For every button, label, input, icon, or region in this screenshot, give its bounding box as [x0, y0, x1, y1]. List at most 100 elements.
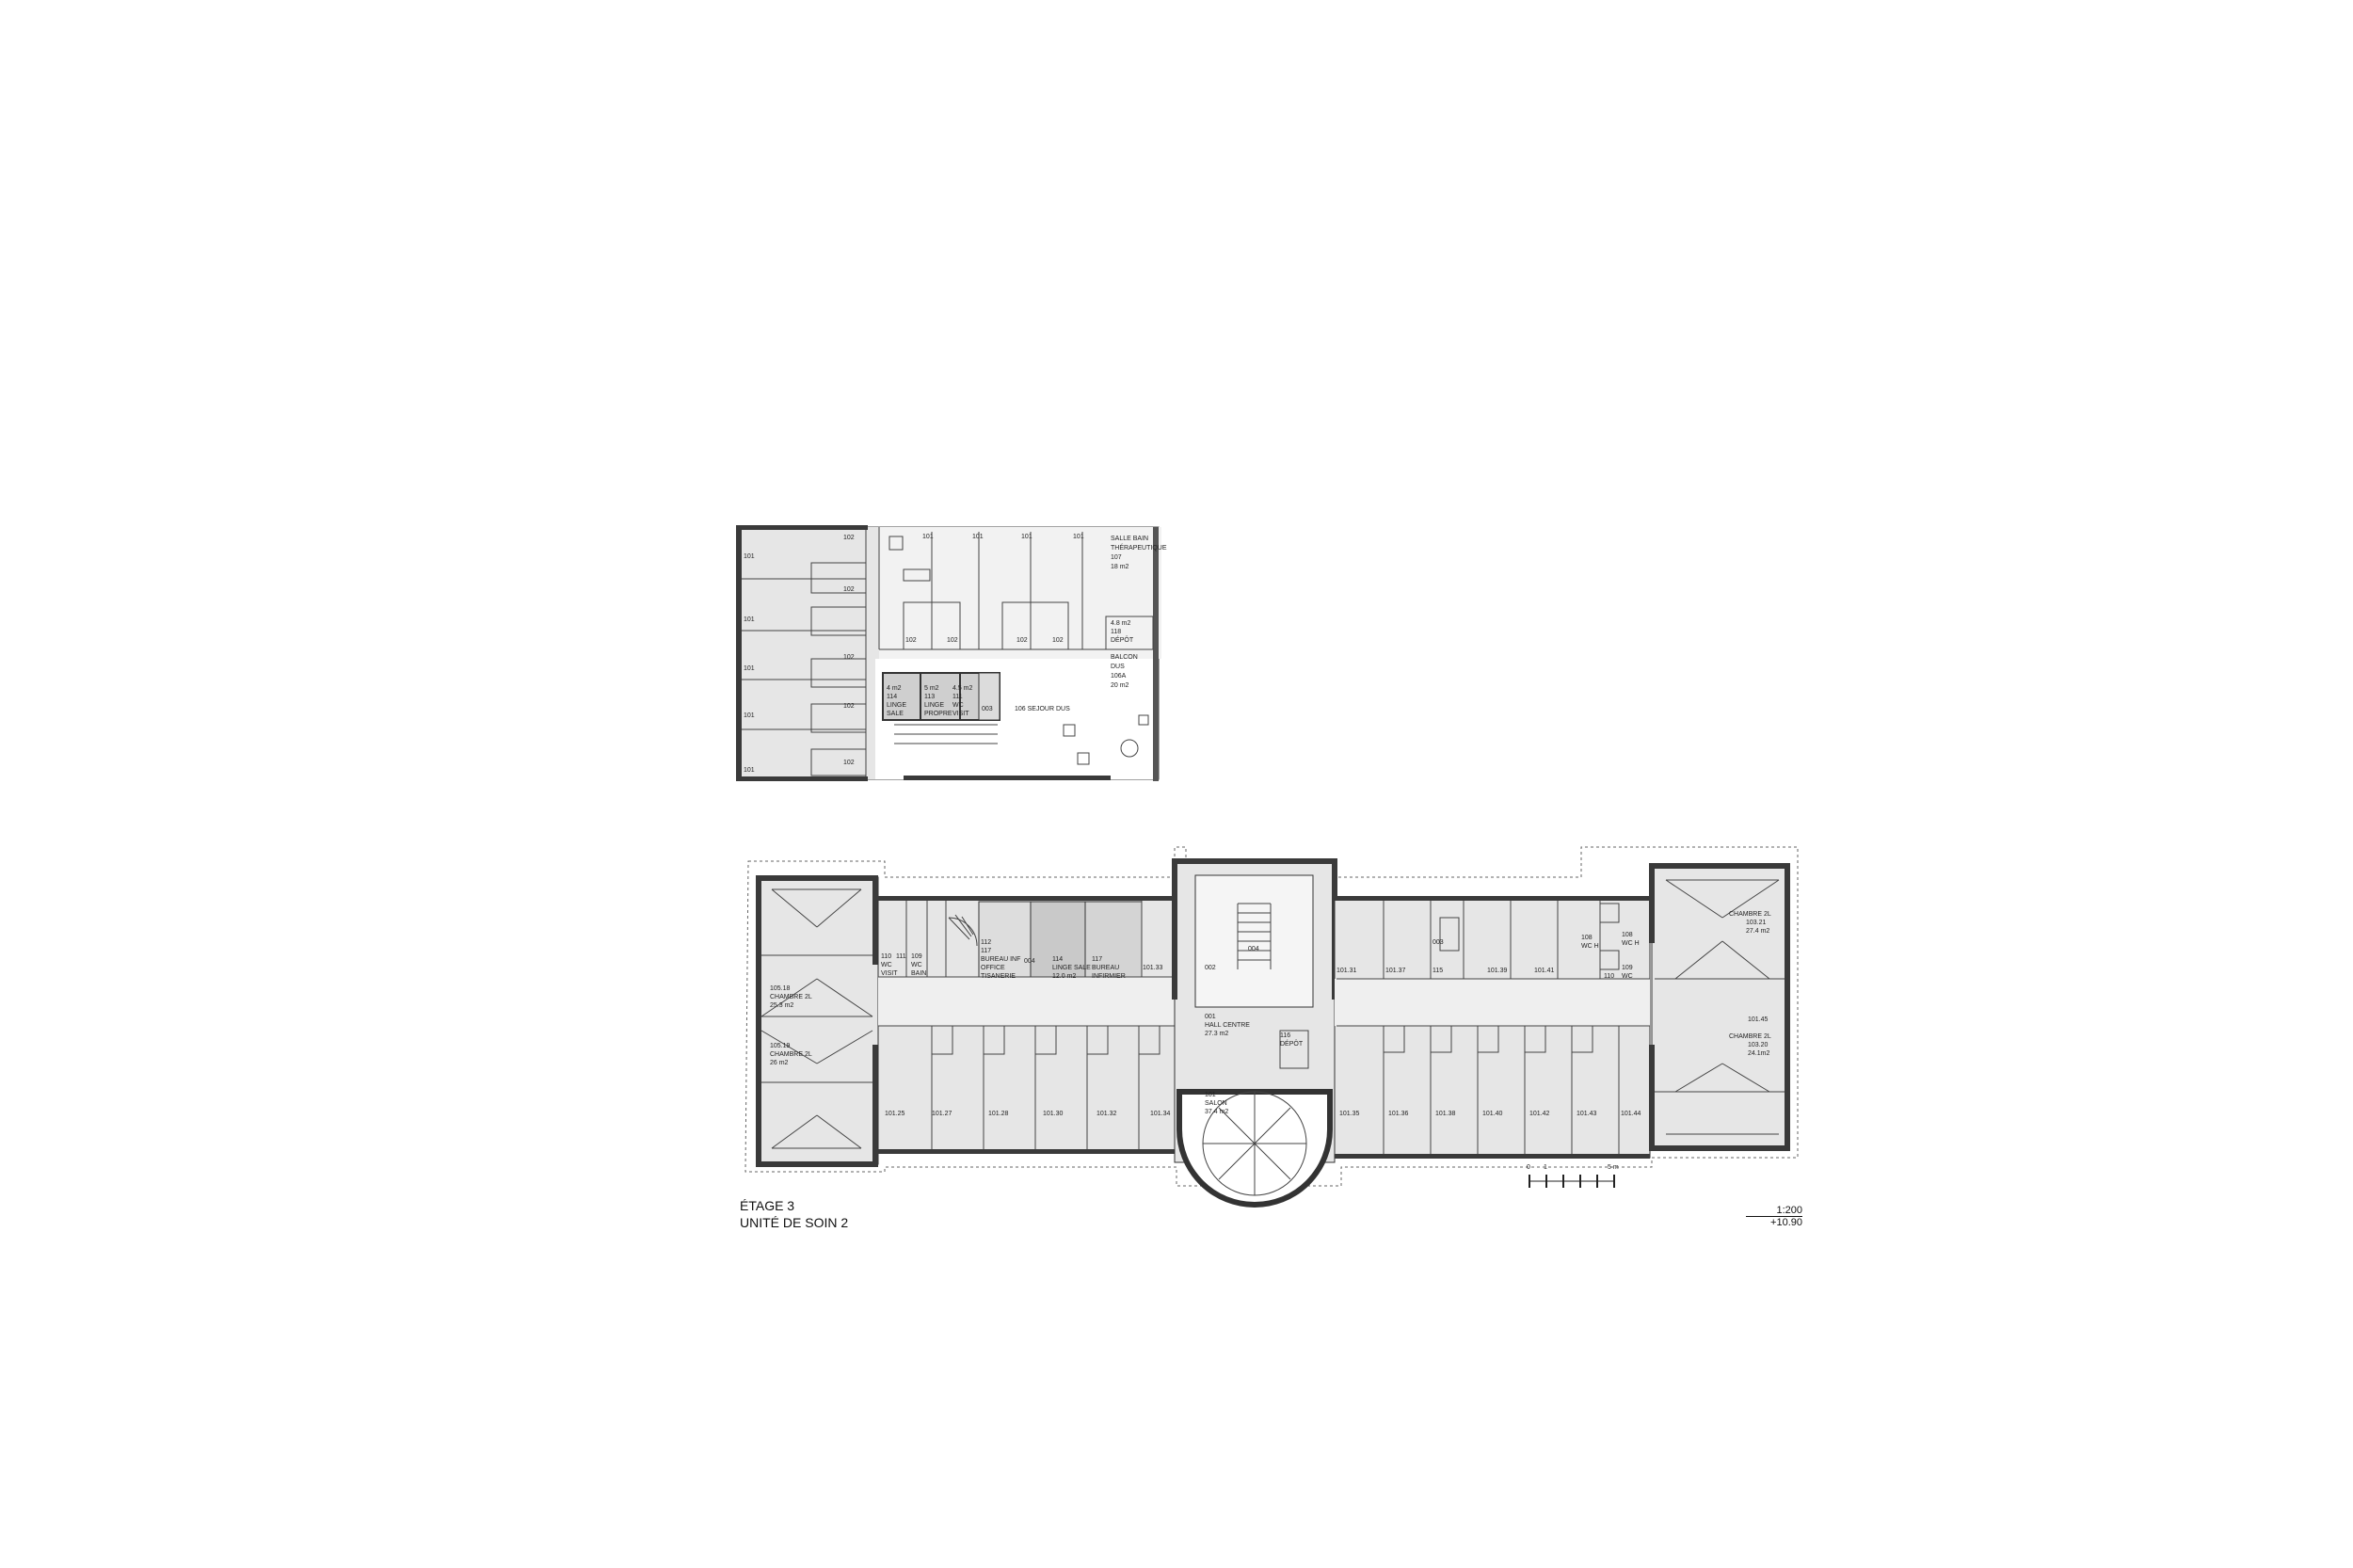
room-label: 4.8 m2: [1111, 620, 1131, 627]
room-label: 105.18: [770, 985, 791, 992]
room-label: 108: [1581, 935, 1593, 941]
room-label: 103.21: [1746, 920, 1767, 926]
room-label: 003: [1433, 939, 1444, 946]
room-label: 101.35: [1339, 1111, 1360, 1117]
room-label: WC: [952, 702, 964, 709]
room-label: 110: [881, 953, 891, 960]
room-label: HALL CENTRE: [1205, 1022, 1250, 1029]
plan-annex: 101 101 101 101 101 102 102 102 102 102 …: [736, 525, 1167, 781]
room-label: DUS: [1111, 664, 1125, 670]
scale-tick-label: 1: [1544, 1164, 1547, 1171]
room-label: DÉPÔT: [1111, 635, 1134, 644]
room-label: 116: [1280, 1032, 1290, 1039]
room-label: CHAMBRE 2L: [1729, 911, 1771, 918]
room-label: 101: [744, 712, 755, 719]
room-label: 102: [1016, 637, 1028, 644]
room-label: 102: [947, 637, 958, 644]
room-label: CHAMBRE 2L: [770, 994, 812, 1000]
room-label: 101.42: [1529, 1111, 1550, 1117]
room-label: VISIT: [881, 970, 898, 977]
drawing-title: ÉTAGE 3 UNITÉ DE SOIN 2: [740, 1197, 848, 1231]
room-label: 109: [911, 953, 922, 960]
room-label: 101: [744, 767, 755, 774]
room-label: 103.20: [1748, 1042, 1769, 1048]
room-label: WC: [911, 962, 922, 968]
room-label: 101.41: [1534, 968, 1555, 974]
room-label: 18 m2: [1111, 564, 1129, 570]
room-label: 004: [1024, 958, 1035, 965]
room-label: 101.39: [1487, 968, 1508, 974]
scale-bar: 0 1 5 m: [1527, 1164, 1619, 1188]
room-label: 112: [981, 939, 991, 946]
room-label: 101.44: [1621, 1111, 1641, 1117]
room-label: CHAMBRE 2L: [770, 1051, 812, 1058]
room-label: LINGE SALE: [1052, 965, 1091, 971]
room-label: 101.40: [1482, 1111, 1503, 1117]
room-label: 20 m2: [1111, 682, 1129, 689]
room-label: SALON: [1205, 1100, 1227, 1107]
room-label: 101.32: [1096, 1111, 1117, 1117]
plan-main-floor: 105.18 CHAMBRE 2L 25.3 m2 105.19 CHAMBRE…: [744, 846, 1799, 1208]
room-label: 25.3 m2: [770, 1002, 793, 1009]
room-label: 27.3 m2: [1205, 1031, 1228, 1037]
room-label: 110: [1604, 973, 1614, 980]
room-label: 004: [1248, 946, 1259, 952]
room-label: 102: [843, 760, 855, 766]
room-label: 117: [1092, 956, 1102, 963]
room-label: 102: [843, 703, 855, 710]
room-label: DÉPÔT: [1280, 1039, 1304, 1048]
room-label: 102: [843, 586, 855, 593]
room-label: 101.34: [1150, 1111, 1171, 1117]
room-label: 101.36: [1388, 1111, 1409, 1117]
room-label: 101: [744, 553, 755, 560]
room-label: 12.0 m2: [1052, 973, 1076, 980]
room-label: 101.43: [1577, 1111, 1597, 1117]
room-label: 118: [1111, 629, 1121, 635]
room-label: 101.38: [1435, 1111, 1456, 1117]
room-label: 108: [1622, 932, 1633, 938]
room-label: LINGE: [887, 702, 906, 709]
room-label: SALE: [887, 711, 904, 717]
room-label: PROPRE: [924, 711, 952, 717]
room-label: 101: [744, 616, 755, 623]
room-label: 4 m2: [887, 685, 902, 692]
room-label: WC H: [1622, 940, 1640, 947]
room-label: 102: [843, 535, 855, 541]
room-label: INFIRMIER: [1092, 973, 1126, 980]
room-label: 117: [981, 948, 991, 954]
room-label: TISANERIE: [981, 973, 1016, 980]
room-label: 106 SEJOUR DUS: [1015, 706, 1070, 712]
room-label: BAIN: [911, 970, 926, 977]
room-label: WC: [881, 962, 892, 968]
room-label: 37.4 m2: [1205, 1109, 1228, 1115]
room-label: 105.19: [770, 1043, 791, 1049]
level-elevation: +10.90: [1770, 1217, 1802, 1228]
scale-info: 1:200 +10.90: [1746, 1205, 1802, 1228]
room-label: 002: [1205, 965, 1216, 971]
level-title: ÉTAGE 3: [740, 1198, 795, 1213]
scale-ratio: 1:200: [1746, 1205, 1802, 1217]
room-label: 003: [982, 706, 993, 712]
room-label: 5 m2: [924, 685, 939, 692]
room-label: 114: [887, 694, 897, 700]
room-label: 101.37: [1385, 968, 1406, 974]
room-label: 102: [905, 637, 917, 644]
room-label: 101: [972, 534, 984, 540]
room-label: 102: [1052, 637, 1064, 644]
room-label: BUREAU: [1092, 965, 1119, 971]
room-label: WC: [1622, 973, 1633, 980]
room-label: 101.31: [1337, 968, 1357, 974]
room-label: 101: [1021, 534, 1032, 540]
room-label: 102: [843, 654, 855, 661]
room-label: 101.27: [932, 1111, 952, 1117]
scale-tick-label: 0: [1527, 1164, 1530, 1171]
room-label: 111: [952, 694, 963, 700]
room-label: 101.25: [885, 1111, 905, 1117]
room-label: 26 m2: [770, 1060, 789, 1066]
unit-title: UNITÉ DE SOIN 2: [740, 1215, 849, 1230]
room-label: LINGE: [924, 702, 944, 709]
room-label: 107: [1111, 554, 1122, 561]
room-label: 101: [922, 534, 934, 540]
room-label: 109: [1622, 965, 1633, 971]
